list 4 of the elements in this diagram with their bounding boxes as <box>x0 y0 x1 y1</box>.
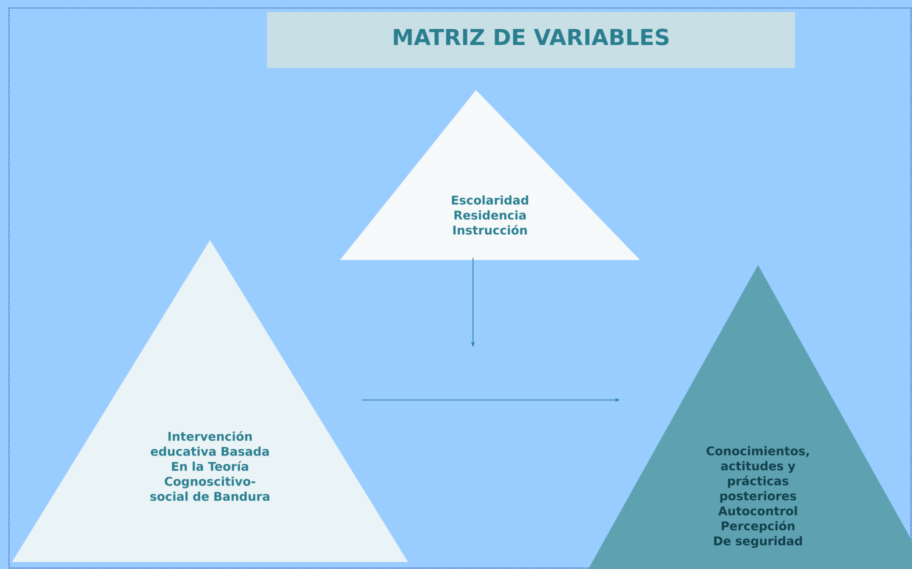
title-band: MATRIZ DE VARIABLES <box>267 12 795 68</box>
triangle-node: Conocimientos, actitudes y prácticas posteriores Autocontrol Percepción De seguridad <box>585 264 912 569</box>
triangle-node: Escolaridad Residencia Instrucción <box>340 90 640 260</box>
triangle-node: Intervención educativa Basada En la Teoría Cognoscitivo-social de Bandura <box>12 240 408 562</box>
